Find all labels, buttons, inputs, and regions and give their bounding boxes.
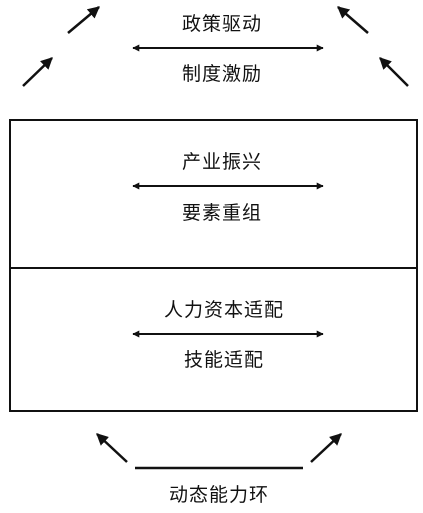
arrow-bottom-left [96,433,128,463]
lower-box [9,267,418,412]
bottom-label: 动态能力环 [168,484,270,506]
arrow-top-left-upper [67,6,100,34]
top-label-upper: 政策驱动 [181,13,263,35]
lower-label-lower: 技能适配 [183,349,265,371]
arrow-top-right-lower [379,57,409,87]
lower-label-upper: 人力资本适配 [163,299,285,321]
middle-label-lower: 要素重组 [181,202,263,224]
arrow-top-right-upper [337,6,369,34]
arrow-top-left-lower [22,57,53,87]
middle-box [9,119,418,269]
arrow-bottom-right [310,433,342,463]
top-label-lower: 制度激励 [181,63,263,85]
middle-label-upper: 产业振兴 [181,151,263,173]
